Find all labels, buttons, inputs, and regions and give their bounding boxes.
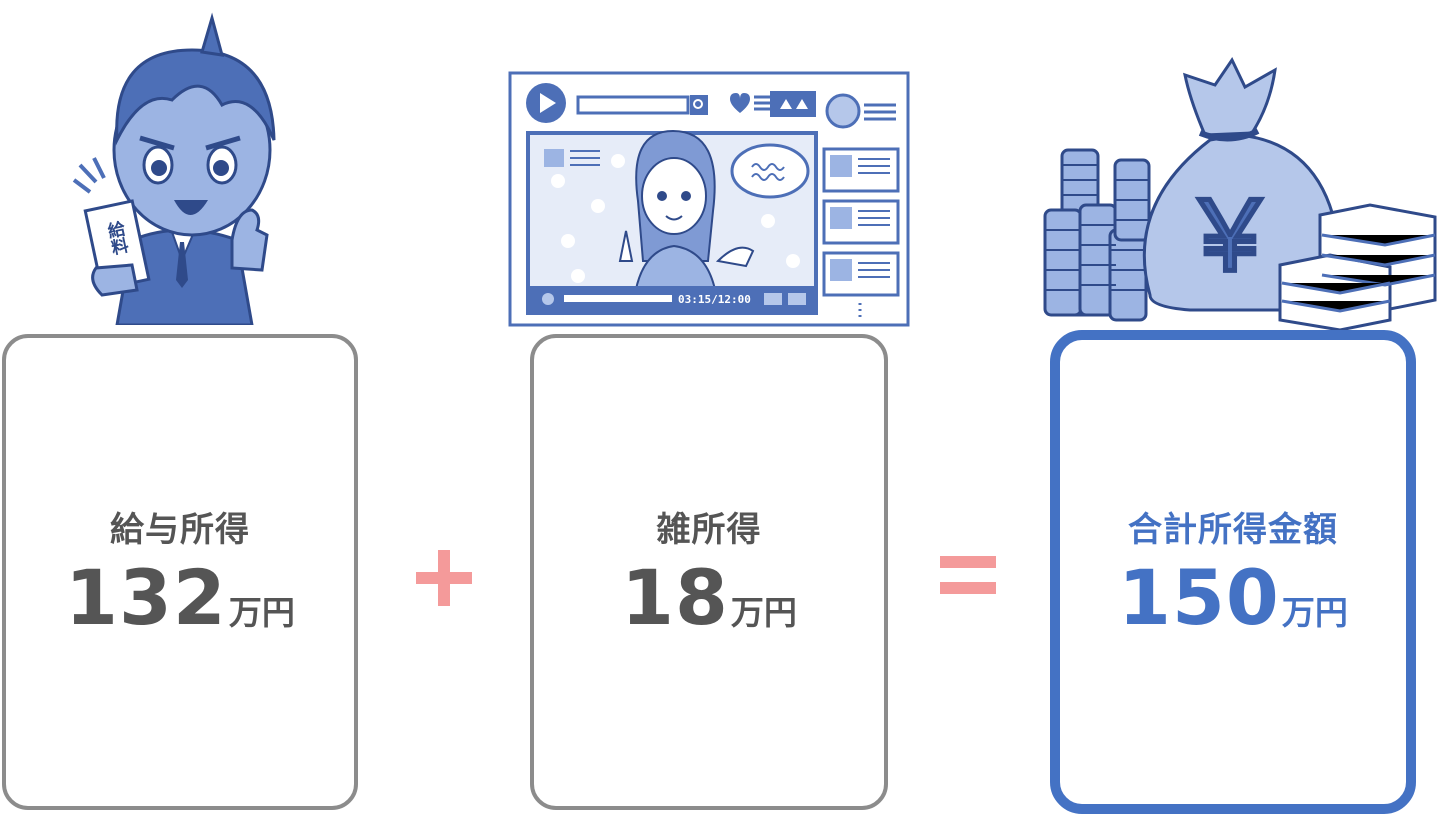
heart-icon bbox=[730, 93, 750, 113]
total-income-label: 合計所得金額 bbox=[1128, 510, 1338, 550]
misc-income-amount: 18万円 bbox=[621, 553, 797, 642]
misc-income-value: 18 bbox=[621, 553, 729, 642]
total-income-amount: 150万円 bbox=[1118, 553, 1348, 642]
salary-income-amount: 132万円 bbox=[65, 553, 295, 642]
total-income-box: 合計所得金額 150万円 bbox=[1050, 330, 1416, 814]
salary-income-box: 給与所得 132万円 bbox=[2, 334, 358, 810]
total-income-unit: 万円 bbox=[1281, 593, 1348, 632]
salary-income-value: 132 bbox=[65, 553, 227, 642]
plus-operator bbox=[416, 550, 472, 606]
misc-income-unit: 万円 bbox=[730, 593, 797, 632]
video-time: 03:15/12:00 bbox=[678, 293, 751, 306]
equals-operator bbox=[940, 556, 996, 594]
salary-income-label: 給与所得 bbox=[110, 510, 250, 550]
salaryman-illustration: 給料 bbox=[72, 12, 276, 325]
salary-income-unit: 万円 bbox=[228, 593, 295, 632]
misc-income-label: 雑所得 bbox=[656, 510, 762, 550]
misc-income-box: 雑所得 18万円 bbox=[530, 334, 888, 810]
video-screen-illustration: 03:15/12:00 bbox=[508, 71, 910, 327]
total-income-value: 150 bbox=[1118, 553, 1280, 642]
money-bag-illustration: ￥ bbox=[1043, 57, 1437, 330]
yen-symbol: ￥ bbox=[1181, 180, 1279, 294]
